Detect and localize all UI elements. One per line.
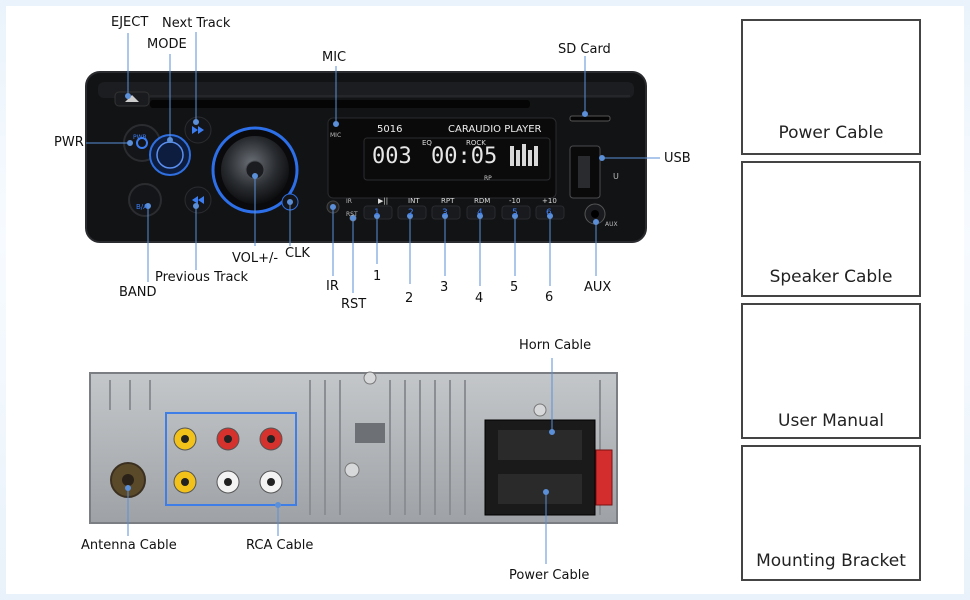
callout-vol: VOL+/- <box>232 251 279 266</box>
callout-preset-4: 4 <box>475 291 484 306</box>
callout-next-track: Next Track <box>162 16 231 31</box>
accessory-title: Mounting Bracket <box>756 551 906 571</box>
accessory-title: Power Cable <box>778 123 884 143</box>
callout-mic: MIC <box>322 50 347 65</box>
callout-preset-1: 1 <box>373 269 382 284</box>
callout-preset-3: 3 <box>440 280 449 295</box>
callout-pwr: PWR <box>54 135 84 150</box>
usb-label: U <box>613 172 619 181</box>
lcd-mode: ROCK <box>466 139 486 147</box>
callout-sd-card: SD Card <box>558 42 611 57</box>
callout-mode: MODE <box>147 37 187 52</box>
callout-previous-track: Previous Track <box>155 270 249 285</box>
callout-antenna-cable: Antenna Cable <box>81 538 177 553</box>
rca-box <box>165 412 297 506</box>
callout-ir: IR <box>326 279 339 294</box>
callout-band: BAND <box>119 285 157 300</box>
disc-slot <box>150 100 530 108</box>
sd-card-slot <box>569 115 611 122</box>
callout-rca-cable: RCA Cable <box>246 538 314 553</box>
function-key-rdm: RDM <box>474 197 491 205</box>
preset-key-row <box>363 205 565 220</box>
spectrum-icon <box>510 144 538 166</box>
callout-preset-5: 5 <box>510 280 519 295</box>
preset-key-4-label: 4 <box>477 208 483 218</box>
callout-usb: USB <box>664 151 691 166</box>
aux-label: AUX <box>605 221 618 228</box>
mic-label: MIC <box>330 132 342 139</box>
callout-clk: CLK <box>285 246 310 261</box>
lcd-screen <box>363 137 551 181</box>
preset-key-5[interactable] <box>501 205 531 220</box>
pwr-label: PWR <box>133 134 147 141</box>
rear-vent <box>355 423 385 443</box>
volume-knob[interactable] <box>211 126 299 214</box>
brand-text: CARAUDIO PLAYER <box>448 124 542 135</box>
preset-key-1-label: 1 <box>374 208 380 218</box>
callout-power-cable: Power Cable <box>509 568 590 583</box>
function-key-play-pause: ▶|| <box>378 197 389 205</box>
preset-key-2[interactable] <box>397 205 427 220</box>
preset-key-3[interactable] <box>431 205 461 220</box>
rst-label: RST <box>346 211 358 218</box>
preset-key-3-label: 3 <box>442 208 448 218</box>
function-key-plus-10: +10 <box>542 197 557 205</box>
accessory-card-user-manual: User Manual <box>741 303 921 439</box>
accessory-title: User Manual <box>778 411 884 431</box>
preset-key-5-label: 5 <box>512 208 518 218</box>
ba-label: B/A <box>136 203 148 211</box>
lcd-track: 003 <box>372 144 412 169</box>
lcd-time: 00:05 <box>431 144 498 169</box>
lcd-rp: RP <box>484 175 492 182</box>
preset-key-6-label: 6 <box>546 208 552 218</box>
ir-label: IR <box>346 198 352 205</box>
accessory-card-power-cable: Power Cable <box>741 19 921 155</box>
preset-key-1[interactable] <box>363 205 393 220</box>
function-key-minus-10: -10 <box>509 197 521 205</box>
preset-key-2-label: 2 <box>408 208 414 218</box>
preset-key-4[interactable] <box>466 205 496 220</box>
callout-eject: EJECT <box>111 15 149 30</box>
accessory-title: Speaker Cable <box>769 267 893 287</box>
function-key-int: INT <box>408 197 420 205</box>
model-number: 5016 <box>377 124 403 135</box>
eject-button[interactable] <box>114 91 150 107</box>
rca-jacks <box>173 427 283 494</box>
band-button[interactable] <box>128 183 162 217</box>
next-track-button[interactable] <box>184 116 212 144</box>
iso-connector <box>484 419 613 516</box>
lcd-eq: EQ <box>422 139 432 147</box>
accessory-card-speaker-cable: Speaker Cable <box>741 161 921 297</box>
callout-aux: AUX <box>584 280 612 295</box>
accessory-card-mounting-bracket: Mounting Bracket <box>741 445 921 581</box>
callout-rst: RST <box>341 297 367 312</box>
callout-preset-2: 2 <box>405 291 414 306</box>
callout-preset-6: 6 <box>545 290 554 305</box>
previous-track-button[interactable] <box>184 186 212 214</box>
callout-lines <box>86 32 660 564</box>
function-key-rpt: RPT <box>441 197 455 205</box>
callout-horn-cable: Horn Cable <box>519 338 592 353</box>
rear-screw <box>344 462 360 478</box>
